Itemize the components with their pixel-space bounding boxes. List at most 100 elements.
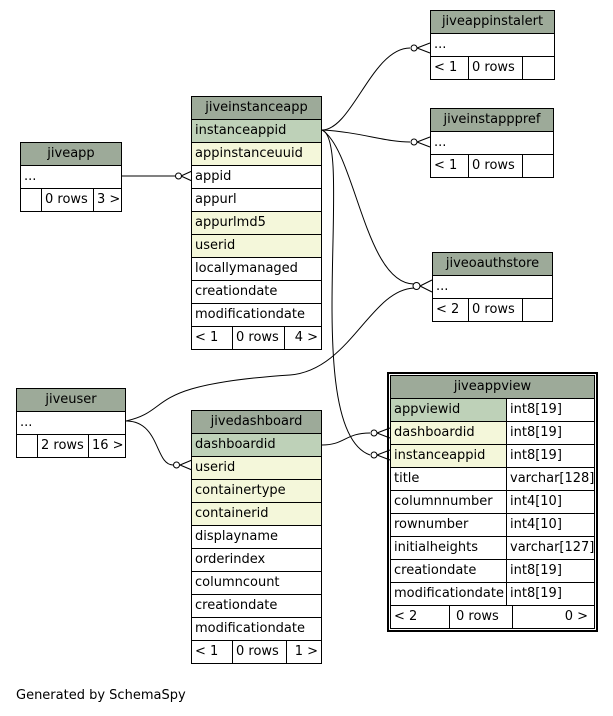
edge-jiveuser-jivedashboard (125, 420, 174, 466)
edge-jiveinstanceapp-jiveappinstalert (321, 47, 411, 131)
crowfoot-marker (175, 172, 182, 180)
column-appinstanceuuid[interactable]: appinstanceuuid (195, 146, 303, 161)
table-header[interactable]: jivedashboard (192, 411, 321, 434)
edge-jiveinstanceapp-jiveappview (321, 129, 371, 456)
table-jiveoauthstore[interactable]: jiveoauthstore ... < 2 0 rows (432, 252, 553, 322)
row-count: 0 rows (232, 641, 286, 663)
column-appviewid[interactable]: appviewid (391, 399, 506, 421)
parents-count: < 1 (195, 644, 219, 659)
children-count: 3 > (93, 189, 121, 211)
edge-jiveinstanceapp-jiveoauthstore (321, 129, 415, 285)
crowfoot-marker (376, 427, 391, 439)
table-jiveinstapppref[interactable]: jiveinstapppref ... < 1 0 rows (430, 108, 554, 178)
column-appurlmd5[interactable]: appurlmd5 (195, 215, 266, 230)
column-containertype[interactable]: containertype (195, 483, 286, 498)
column-modificationdate[interactable]: modificationdate (195, 307, 305, 322)
row-count: 0 rows (468, 57, 522, 79)
column-creationdate[interactable]: creationdate (195, 284, 278, 299)
column-columncount[interactable]: columncount (195, 575, 280, 590)
parents-count: < 2 (436, 302, 460, 317)
table-jivedashboard[interactable]: jivedashboard dashboardid userid contain… (191, 410, 322, 664)
children-count (522, 299, 552, 321)
crowfoot-marker (416, 42, 431, 54)
table-header[interactable]: jiveinstanceapp (192, 97, 321, 120)
parents-count (21, 189, 41, 211)
parents-count (17, 435, 37, 457)
children-count: 0 > (512, 606, 594, 628)
crowfoot-marker (412, 282, 421, 290)
row-count: 0 rows (449, 606, 512, 628)
parents-count: < 1 (434, 158, 458, 173)
column-modificationdate[interactable]: modificationdate (195, 621, 305, 636)
column-appid[interactable]: appid (195, 169, 232, 184)
crowfoot-marker (180, 170, 193, 182)
children-count: 16 > (88, 435, 125, 457)
table-header[interactable]: jiveinstapppref (431, 109, 553, 132)
children-count (522, 57, 554, 79)
column-columnnumber[interactable]: columnnumber (394, 494, 493, 509)
crowfoot-marker (370, 451, 378, 459)
column-ellipsis: ... (436, 279, 449, 294)
row-count: 2 rows (37, 435, 88, 457)
column-creationdate[interactable]: creationdate (195, 598, 278, 613)
column-instanceappid[interactable]: instanceappid (195, 123, 287, 138)
column-ellipsis: ... (20, 415, 33, 430)
column-displayname[interactable]: displayname (195, 529, 279, 544)
row-count: 0 rows (468, 299, 522, 321)
table-header[interactable]: jiveappinstalert (431, 11, 554, 34)
row-count: 0 rows (41, 189, 93, 211)
parents-count: < 1 (195, 330, 219, 345)
children-count (522, 155, 553, 177)
column-title[interactable]: title (394, 471, 420, 486)
parents-count: < 1 (434, 60, 458, 75)
column-type: int8[19] (506, 560, 594, 582)
children-count: 1 > (286, 641, 321, 663)
table-jiveappview[interactable]: jiveappview appviewid int8[19] dashboard… (387, 372, 598, 632)
crowfoot-marker (179, 459, 193, 471)
column-type: int8[19] (506, 583, 594, 605)
table-header[interactable]: jiveapp (21, 143, 121, 166)
column-creationdate[interactable]: creationdate (394, 563, 477, 578)
column-orderindex[interactable]: orderindex (195, 552, 266, 567)
column-dashboardid[interactable]: dashboardid (195, 437, 276, 452)
table-jiveappinstalert[interactable]: jiveappinstalert ... < 1 0 rows (430, 10, 555, 80)
column-containerid[interactable]: containerid (195, 506, 269, 521)
parents-count: < 2 (394, 609, 418, 624)
crowfoot-marker (416, 136, 431, 148)
column-rownumber[interactable]: rownumber (394, 517, 469, 532)
column-type: int4[10] (506, 514, 594, 536)
children-count: 4 > (284, 327, 321, 349)
column-appurl[interactable]: appurl (195, 192, 237, 207)
crowfoot-marker (410, 138, 418, 146)
table-jiveapp[interactable]: jiveapp ... 0 rows 3 > (20, 142, 122, 212)
crowfoot-marker (370, 429, 378, 437)
table-header[interactable]: jiveuser (17, 389, 125, 412)
crowfoot-marker (419, 279, 433, 293)
generated-by-footer: Generated by SchemaSpy (16, 688, 186, 703)
column-modificationdate[interactable]: modificationdate (394, 586, 504, 601)
edge-jiveuser-jiveoauthstore (125, 287, 415, 422)
crowfoot-marker (173, 461, 180, 469)
table-header[interactable]: jiveoauthstore (433, 253, 552, 276)
column-type: varchar[127] (506, 537, 594, 559)
column-type: int8[19] (506, 445, 594, 467)
crowfoot-marker (376, 449, 391, 461)
column-type: int8[19] (506, 399, 594, 421)
column-ellipsis: ... (24, 169, 37, 184)
column-ellipsis: ... (434, 37, 447, 52)
edge-jiveinstanceapp-jiveinstapppref (321, 129, 411, 143)
column-userid[interactable]: userid (195, 238, 236, 253)
column-type: int4[10] (506, 491, 594, 513)
column-dashboardid[interactable]: dashboardid (391, 422, 506, 444)
table-jiveuser[interactable]: jiveuser ... 2 rows 16 > (16, 388, 126, 458)
column-type: int8[19] (506, 422, 594, 444)
table-jiveinstanceapp[interactable]: jiveinstanceapp instanceappid appinstanc… (191, 96, 322, 350)
column-initialheights[interactable]: initialheights (394, 540, 478, 555)
crowfoot-marker (410, 44, 418, 52)
column-locallymanaged[interactable]: locallymanaged (195, 261, 298, 276)
column-userid[interactable]: userid (195, 460, 236, 475)
row-count: 0 rows (468, 155, 522, 177)
column-instanceappid[interactable]: instanceappid (391, 445, 506, 467)
table-header[interactable]: jiveappview (391, 376, 594, 399)
